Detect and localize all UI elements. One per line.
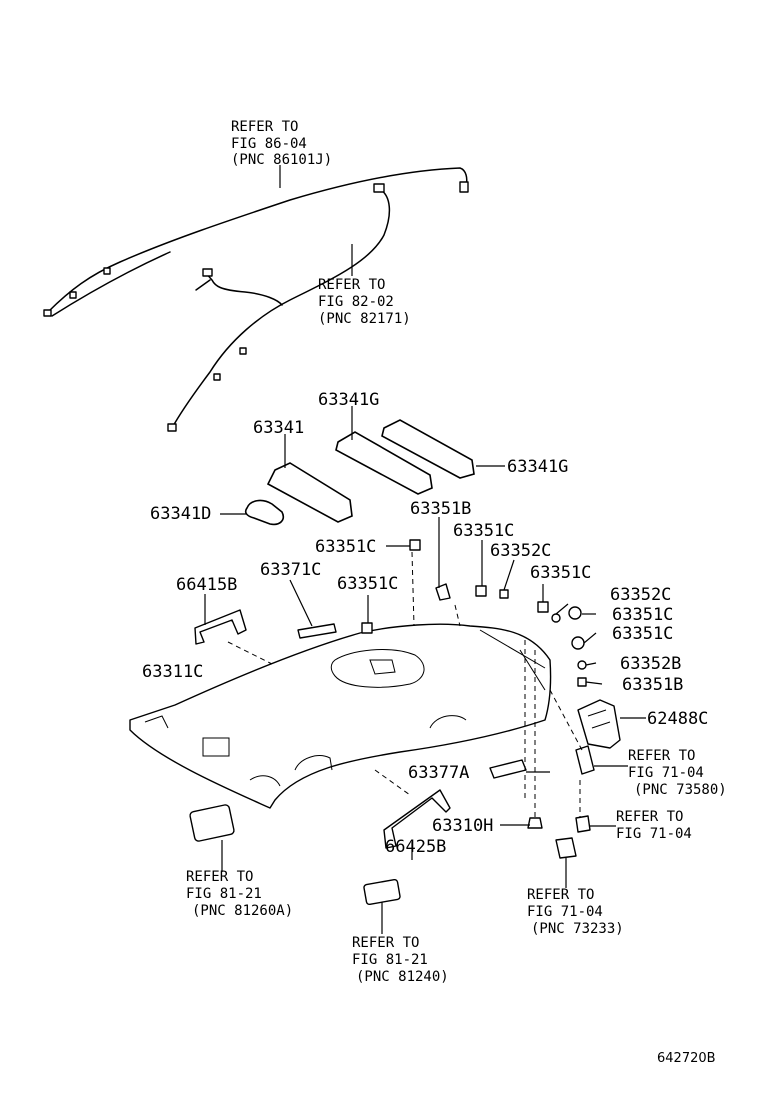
grip-66415B[interactable] <box>194 609 247 645</box>
console-62488C[interactable] <box>577 699 621 749</box>
label-63351C-b: 63351C <box>453 521 514 541</box>
svg-text:FIG 81-21: FIG 81-21 <box>186 886 262 902</box>
clip-63351C-b[interactable] <box>475 585 487 597</box>
svg-text:FIG 81-21: FIG 81-21 <box>352 952 428 968</box>
bracket-63371C[interactable] <box>297 623 337 639</box>
clip-63351C-d[interactable] <box>361 622 373 634</box>
label-63352C-a: 63352C <box>490 541 551 561</box>
clip-63352C-a[interactable] <box>499 589 509 599</box>
svg-text:REFER TO: REFER TO <box>628 748 695 764</box>
svg-text:REFER TO: REFER TO <box>318 277 385 293</box>
clip-63351B-b[interactable] <box>577 677 587 687</box>
ref-note-81260A: REFER TO FIG 81-21 (PNC 81260A) <box>186 869 293 919</box>
clip-63351C-f[interactable] <box>571 636 585 650</box>
clip-63351C-c[interactable] <box>537 601 549 613</box>
ref-note-86-04: REFER TO FIG 86-04 (PNC 86101J) <box>231 119 332 168</box>
pad-63341[interactable] <box>266 462 353 523</box>
label-63351C-a: 63351C <box>315 537 376 557</box>
label-63371C: 63371C <box>260 560 321 580</box>
ref-note-73233: REFER TO FIG 71-04 (PNC 73233) <box>527 887 624 937</box>
diagram-id: 642720B <box>657 1051 716 1066</box>
grip-66425B[interactable] <box>383 789 451 849</box>
ref-note-82-02: REFER TO FIG 82-02 (PNC 82171) <box>318 277 411 327</box>
label-66415B: 66415B <box>176 575 237 595</box>
svg-text:FIG 71-04: FIG 71-04 <box>616 826 692 842</box>
ref-note-73580: REFER TO FIG 71-04 (PNC 73580) <box>628 748 727 798</box>
svg-text:REFER TO: REFER TO <box>186 869 253 885</box>
label-63351B-top: 63351B <box>410 499 471 519</box>
label-63341D: 63341D <box>150 504 211 524</box>
lamp-81240[interactable] <box>363 878 401 906</box>
label-63352C-b: 63352C <box>610 585 671 605</box>
label-63351C-c: 63351C <box>530 563 591 583</box>
clip-63352C-b[interactable] <box>551 613 561 623</box>
roof-headliner-63311C[interactable] <box>129 619 552 809</box>
pad-63341G-right[interactable] <box>381 419 475 479</box>
label-63341G-right: 63341G <box>507 457 568 477</box>
ref-note-71-04: REFER TO FIG 71-04 <box>616 809 692 842</box>
label-62488C: 62488C <box>647 709 708 729</box>
label-63351C-f: 63351C <box>612 624 673 644</box>
label-63377A: 63377A <box>408 763 469 783</box>
clip-63352B[interactable] <box>577 660 587 670</box>
part-73580[interactable] <box>575 745 595 775</box>
svg-text:(PNC 82171): (PNC 82171) <box>318 311 411 327</box>
leader-lines <box>204 165 646 934</box>
svg-text:FIG 86-04: FIG 86-04 <box>231 136 307 152</box>
svg-text:(PNC 86101J): (PNC 86101J) <box>231 152 332 168</box>
part-71-04[interactable] <box>575 815 591 833</box>
label-63351C-e: 63351C <box>612 605 673 625</box>
svg-text:(PNC 81260A): (PNC 81260A) <box>192 903 293 919</box>
clip-63351B[interactable] <box>435 583 451 601</box>
clip-63351C-a[interactable] <box>409 539 421 551</box>
ref-note-81240: REFER TO FIG 81-21 (PNC 81240) <box>352 935 449 985</box>
svg-text:FIG 82-02: FIG 82-02 <box>318 294 394 310</box>
lamp-81260A[interactable] <box>189 804 235 842</box>
screw-63310H[interactable] <box>527 817 543 829</box>
label-66425B: 66425B <box>385 837 446 857</box>
roof-wire-harness[interactable] <box>43 167 469 432</box>
label-63352B: 63352B <box>620 654 681 674</box>
svg-text:FIG 71-04: FIG 71-04 <box>527 904 603 920</box>
part-73233[interactable] <box>555 837 577 859</box>
clip-63351C-e[interactable] <box>568 606 582 620</box>
pad-63341D[interactable] <box>244 499 285 526</box>
svg-text:(PNC 73233): (PNC 73233) <box>531 921 624 937</box>
label-63341: 63341 <box>253 418 304 438</box>
svg-text:REFER TO: REFER TO <box>616 809 683 825</box>
pad-63341G-left[interactable] <box>335 431 433 495</box>
label-63341G-top: 63341G <box>318 390 379 410</box>
label-63310H: 63310H <box>432 816 493 836</box>
svg-text:REFER TO: REFER TO <box>231 119 298 135</box>
svg-text:FIG 71-04: FIG 71-04 <box>628 765 704 781</box>
label-63311C: 63311C <box>142 662 203 682</box>
label-63351C-d: 63351C <box>337 574 398 594</box>
svg-text:(PNC 73580): (PNC 73580) <box>634 782 727 798</box>
bracket-63377A[interactable] <box>489 759 527 779</box>
svg-text:REFER TO: REFER TO <box>527 887 594 903</box>
label-63351B-b: 63351B <box>622 675 683 695</box>
svg-text:(PNC 81240): (PNC 81240) <box>356 969 449 985</box>
svg-text:REFER TO: REFER TO <box>352 935 419 951</box>
